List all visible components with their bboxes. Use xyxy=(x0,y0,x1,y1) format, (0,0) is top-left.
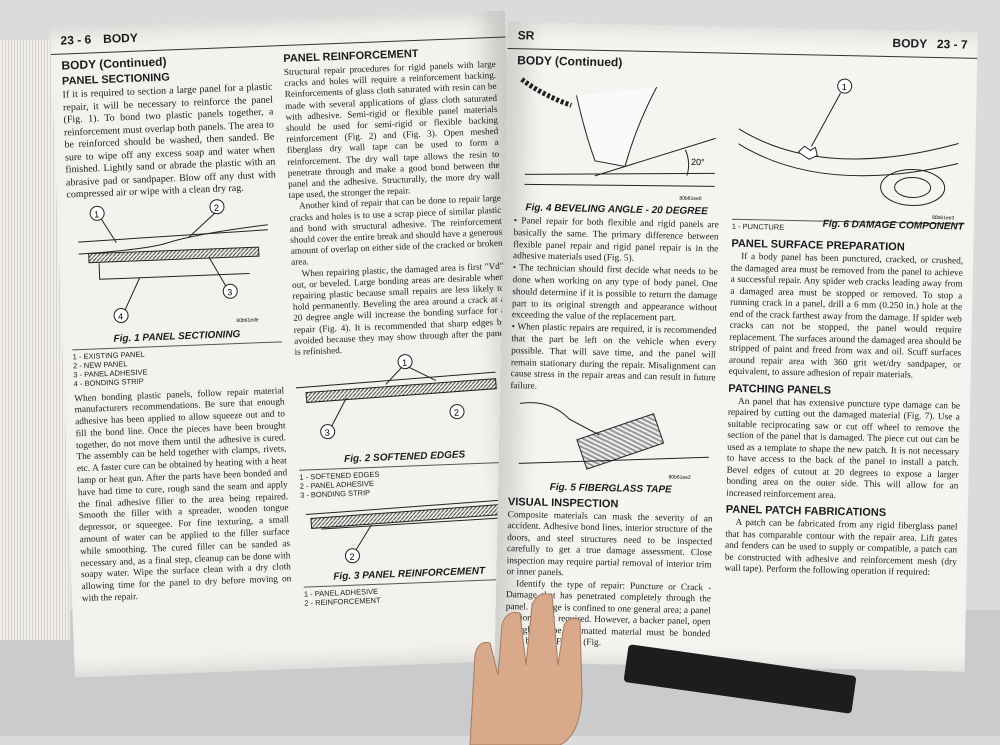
left-column-2: PANEL REINFORCEMENT Structural repair pr… xyxy=(283,41,517,608)
figure-1-drawing: 1 2 3 4 80b61ede xyxy=(67,194,282,332)
left-column-1: PANEL SECTIONING If it is required to se… xyxy=(62,64,292,607)
right-page-model: SR xyxy=(517,28,535,43)
reinforcement-text-3: When repairing plastic, the damaged area… xyxy=(291,260,507,357)
fig5-code: 80b61ee2 xyxy=(668,474,691,480)
right-page-number: 23 - 7 xyxy=(936,36,968,52)
right-page-section: BODY xyxy=(892,36,928,51)
right-column-1: 20° 80b61ee0 Fig. 4 BEVELING ANGLE - 20 … xyxy=(505,64,722,652)
fig1-callout-1: 1 xyxy=(94,209,99,219)
bullet-technician: • The technician should first decide wha… xyxy=(511,263,718,324)
fig2-callout-1: 1 xyxy=(402,358,407,368)
fig6-callout-1: 1 xyxy=(842,82,847,92)
fig5-caption: Fig. 5 FIBERGLASS TAPE xyxy=(549,481,672,496)
fig3-diagram: 2 xyxy=(305,499,506,564)
hand-holding-book xyxy=(469,593,583,745)
left-page: 23 - 6 BODY BODY (Continued) PANEL SECTI… xyxy=(50,10,530,678)
surface-preparation-text: If a body panel has been punctured, crac… xyxy=(728,251,964,381)
figure-2-drawing: 1 3 2 xyxy=(295,350,510,453)
fig5-diagram: 80b61ee2 xyxy=(518,402,709,481)
figure-3-drawing: 2 xyxy=(300,492,515,570)
right-column-2: 1 80b61ee3 1 - PUNCTURE Fig. 6 DAMAGE CO… xyxy=(724,69,967,580)
figure-4-drawing: 20° 80b61ee0 xyxy=(514,64,722,203)
bullet-plastic-repairs: • When plastic repairs are required, it … xyxy=(510,322,717,392)
panel-sectioning-text: If it is required to section a large pan… xyxy=(62,81,276,201)
fig2-callout-3: 3 xyxy=(325,428,330,438)
fig2-callout-2: 2 xyxy=(454,408,459,418)
fig1-legend: 1 - EXISTING PANEL 2 - NEW PANEL 3 - PAN… xyxy=(72,340,284,388)
figure-6-drawing: 1 80b61ee3 xyxy=(732,69,967,224)
patching-panels-text: An panel that has extensive puncture typ… xyxy=(726,396,961,501)
fig6-code: 80b61ee3 xyxy=(932,215,955,221)
fig2-diagram: 1 3 2 xyxy=(295,354,497,440)
fig4-diagram: 20° 80b61ee0 xyxy=(520,77,716,202)
visual-inspection-text-1: Composite materials can mask the severit… xyxy=(506,510,713,579)
fig1-callout-3: 3 xyxy=(227,287,232,297)
fig3-callout-2: 2 xyxy=(349,552,354,562)
left-page-section: BODY xyxy=(102,30,139,46)
patch-fabrications-text: A patch can be fabricated from any rigid… xyxy=(724,517,958,578)
fig1-code: 80b61ede xyxy=(236,317,259,324)
fig4-caption: Fig. 4 BEVELING ANGLE - 20 DEGREE xyxy=(525,202,708,218)
fig4-code: 80b61ee0 xyxy=(679,196,702,202)
reinforcement-text-1: Structural repair procedures for rigid p… xyxy=(283,58,501,201)
figure-5-drawing: 80b61ee2 xyxy=(508,393,715,482)
fig4-angle-label: 20° xyxy=(691,157,705,167)
right-page: SR BODY 23 - 7 BODY (Continued) 20° 80b6… xyxy=(494,22,978,672)
left-page-number: 23 - 6 xyxy=(60,32,92,48)
fig1-diagram: 1 2 3 4 80b61ede xyxy=(78,198,268,324)
bullet-panel-repair: • Panel repair for both flexible and rig… xyxy=(512,216,719,265)
fig6-diagram: 1 80b61ee3 xyxy=(738,78,959,221)
bonding-text: When bonding plastic panels, follow repa… xyxy=(74,385,292,605)
fig1-callout-4: 4 xyxy=(118,311,123,321)
reinforcement-text-2: Another kind of repair that can be done … xyxy=(289,193,503,268)
fig1-callout-2: 2 xyxy=(214,202,219,212)
